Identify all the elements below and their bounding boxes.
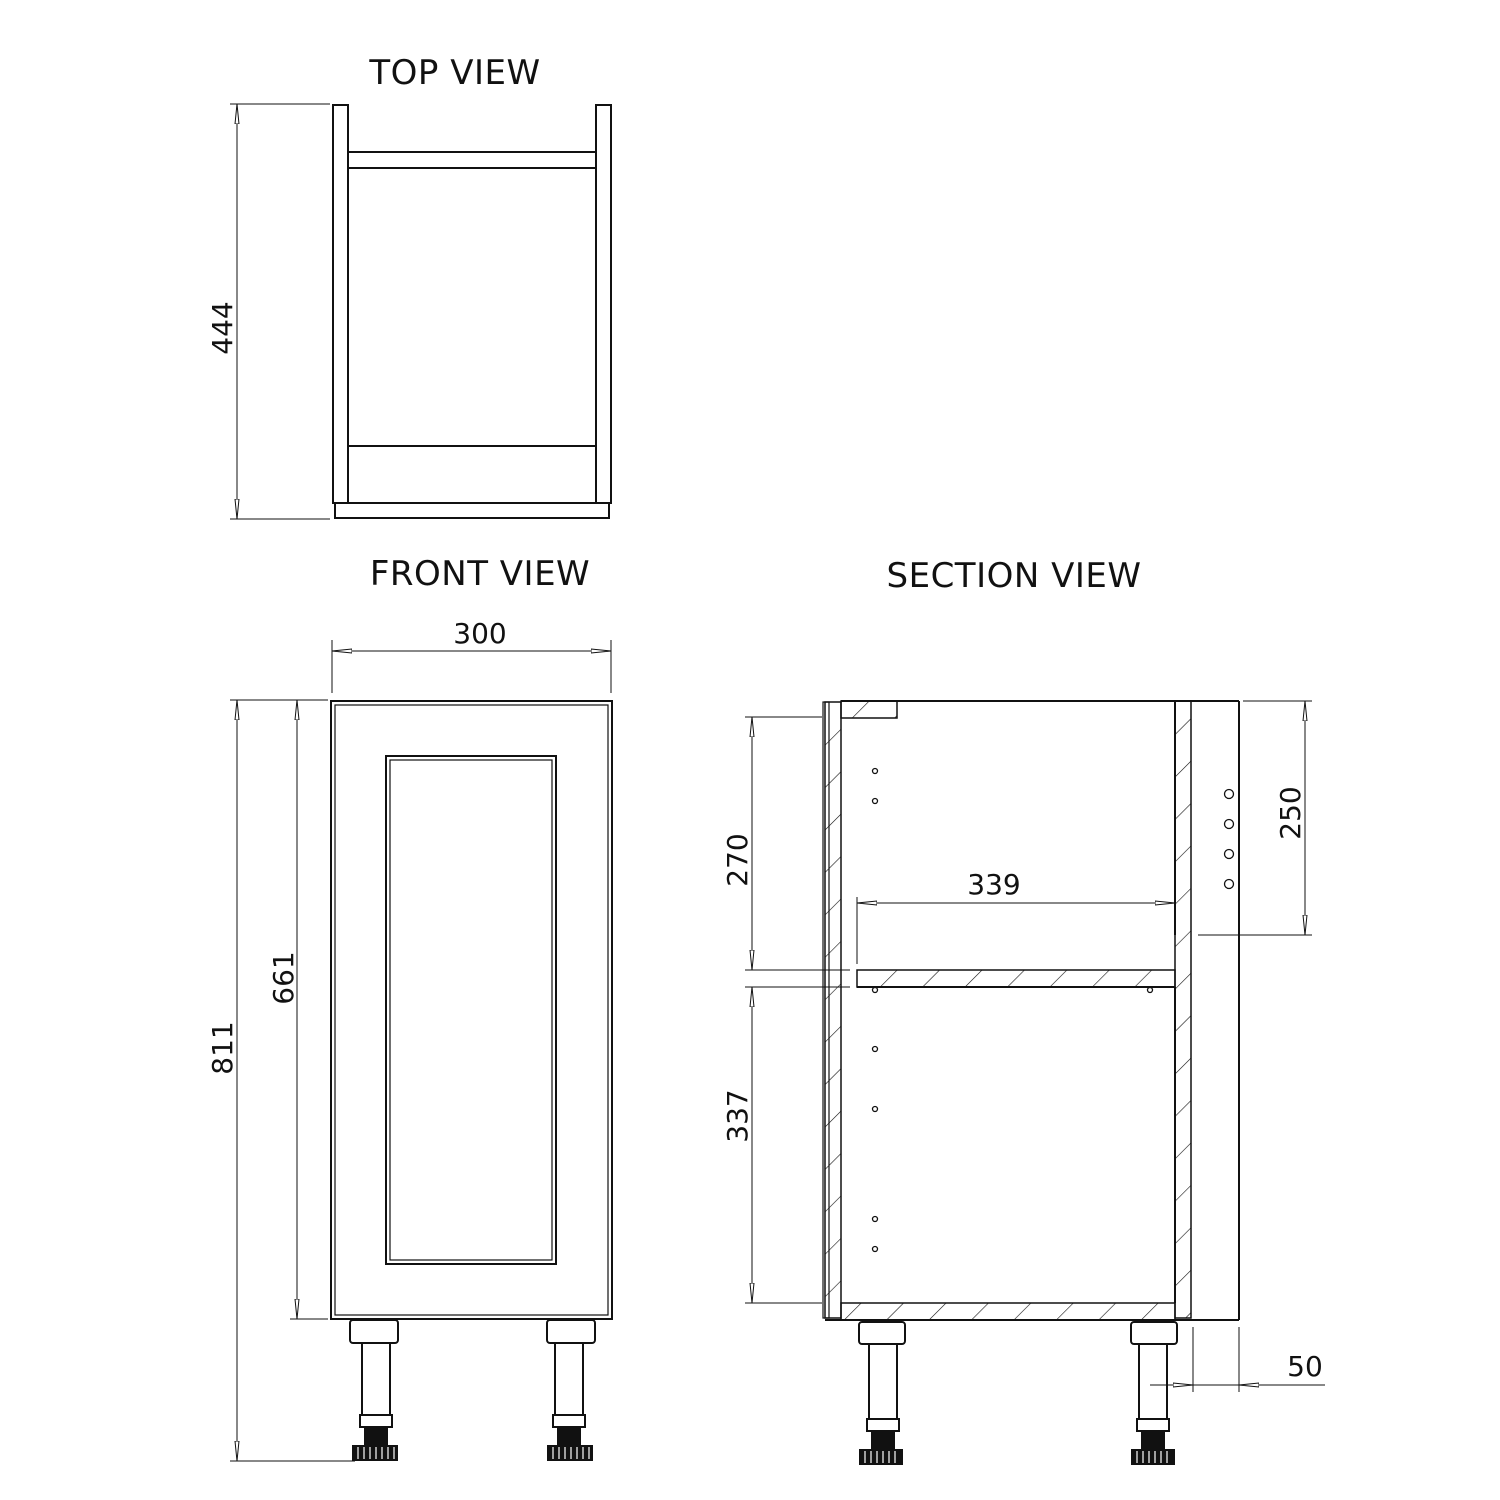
section-view: SECTION VIEW (721, 556, 1325, 1465)
section-legs (858, 1321, 1178, 1465)
upper-space-dimension-label: 270 (721, 833, 754, 886)
door-height-dimension-label: 661 (267, 951, 300, 1004)
leg-setback-dimension-label: 50 (1287, 1350, 1323, 1383)
overall-height-dimension-label: 811 (206, 1021, 239, 1074)
section-view-title: SECTION VIEW (887, 556, 1142, 596)
front-view-title: FRONT VIEW (370, 554, 590, 594)
top-view-title: TOP VIEW (368, 53, 540, 93)
width-dimension-label: 300 (453, 617, 506, 650)
lower-space-dimension-label: 337 (721, 1089, 754, 1142)
internal-depth-dimension-label: 339 (967, 868, 1020, 901)
top-rail-dimension-label: 250 (1274, 786, 1307, 839)
depth-dimension-label: 444 (206, 301, 239, 354)
shelf-pin-holes (871, 767, 1235, 1253)
front-view: FRONT VIEW 300 (206, 554, 613, 1462)
front-legs (349, 1319, 596, 1461)
top-view: TOP VIEW 444 (206, 53, 612, 520)
